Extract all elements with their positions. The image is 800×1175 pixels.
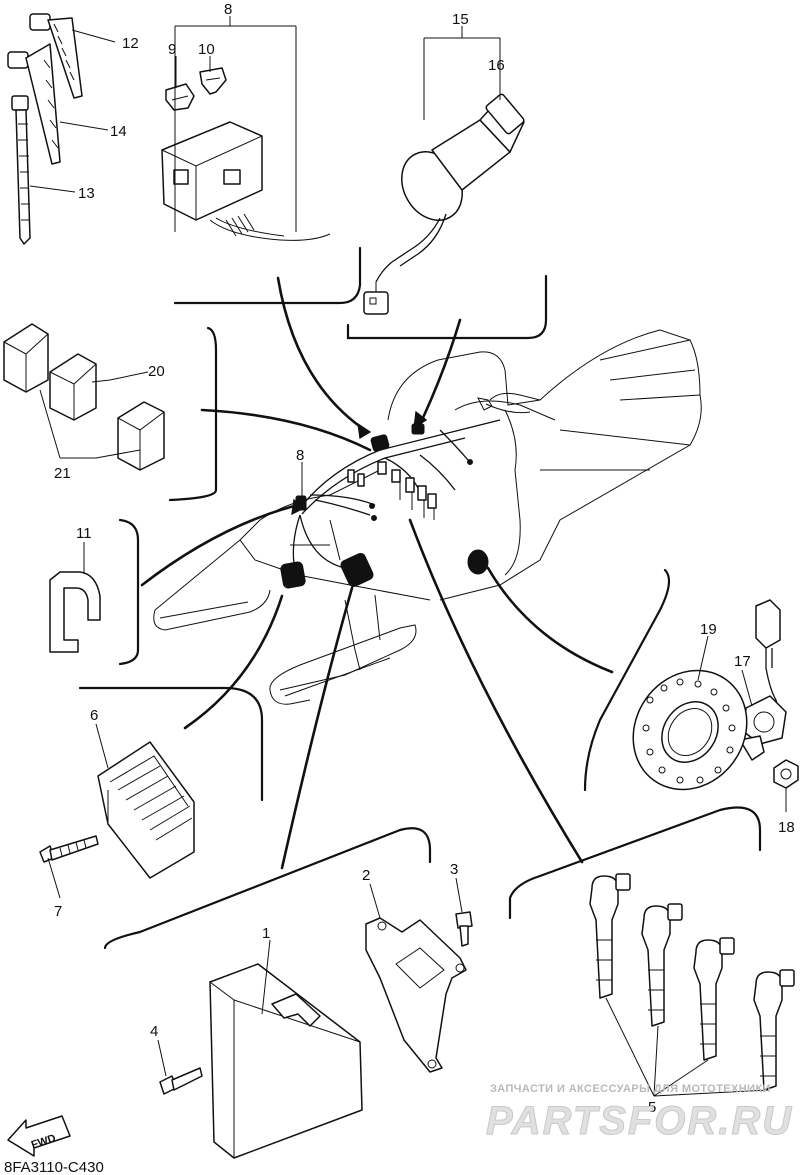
callout-21: 21 [54,465,71,482]
callout-17: 17 [734,653,751,670]
watermark: ЗАПЧАСТИ И АКСЕССУАРЫ ДЛЯ МОТОТЕХНИКИ PA… [486,1083,793,1144]
callout-19: 19 [700,621,717,638]
cable-tie-14 [7,43,61,165]
callout-12: 12 [122,35,139,52]
callout-2: 2 [362,867,370,884]
callout-9: 9 [168,41,176,58]
watermark-brand: PARTSFOR.RU [486,1099,793,1143]
callout-3: 3 [450,861,458,878]
relay-21-bottom [117,401,165,471]
harness-connectors [280,423,489,589]
callout-4: 4 [150,1023,158,1040]
callout-13: 13 [78,185,95,202]
fuse-9 [165,83,195,111]
callout-leaders [29,16,787,1097]
watermark-tagline: ЗАПЧАСТИ И АКСЕССУАРЫ ДЛЯ МОТОТЕХНИКИ [490,1083,771,1095]
callout-6: 6 [90,707,98,724]
rectifier-6 [97,741,195,879]
callout-18: 18 [778,819,795,836]
callout-16: 16 [488,57,505,74]
bolt-3 [455,911,473,947]
callout-11: 11 [76,525,92,542]
callout-8-top: 8 [224,1,232,18]
callout-8-harness: 8 [296,447,304,464]
cable-tie-13 [11,95,31,245]
fuse-box-8 [161,121,331,241]
fwd-arrow-icon: FWD [7,1115,71,1157]
callout-20: 20 [148,363,165,380]
callout-5: 5 [648,1099,656,1116]
diagram-code: 8FA3110-C430 [4,1159,104,1175]
ignition-coil-3 [693,937,735,1061]
pulser-coil-17 [739,599,787,761]
rotor-plate-19 [632,669,748,791]
callout-14: 14 [110,123,127,140]
bolt-7 [39,835,99,863]
ignition-coil-1 [589,873,631,999]
ignition-coil-4 [753,969,795,1091]
leader-arrows [140,276,614,870]
fuse-10 [199,67,227,95]
cable-tie-12 [29,13,83,99]
callout-10: 10 [198,41,215,58]
group-brackets [78,246,762,950]
switch-15 [363,93,525,315]
snowmobile-body-outline [153,329,702,705]
wiring-harness [292,419,501,576]
ignition-coil-2 [641,903,683,1027]
callout-15: 15 [452,11,469,28]
bracket-2 [365,917,467,1073]
callout-labels: 8 9 10 12 14 13 15 16 20 21 8 11 6 7 1 2… [54,1,795,1116]
relay-20 [49,353,97,421]
ignition-coils-5 [589,873,795,1091]
callout-1: 1 [262,925,270,942]
relay-21-top [3,323,49,393]
ecu-1 [209,963,363,1159]
callout-7: 7 [54,903,62,920]
nut-18 [773,759,799,789]
bolt-4 [159,1067,203,1095]
bracket-11 [49,571,101,653]
